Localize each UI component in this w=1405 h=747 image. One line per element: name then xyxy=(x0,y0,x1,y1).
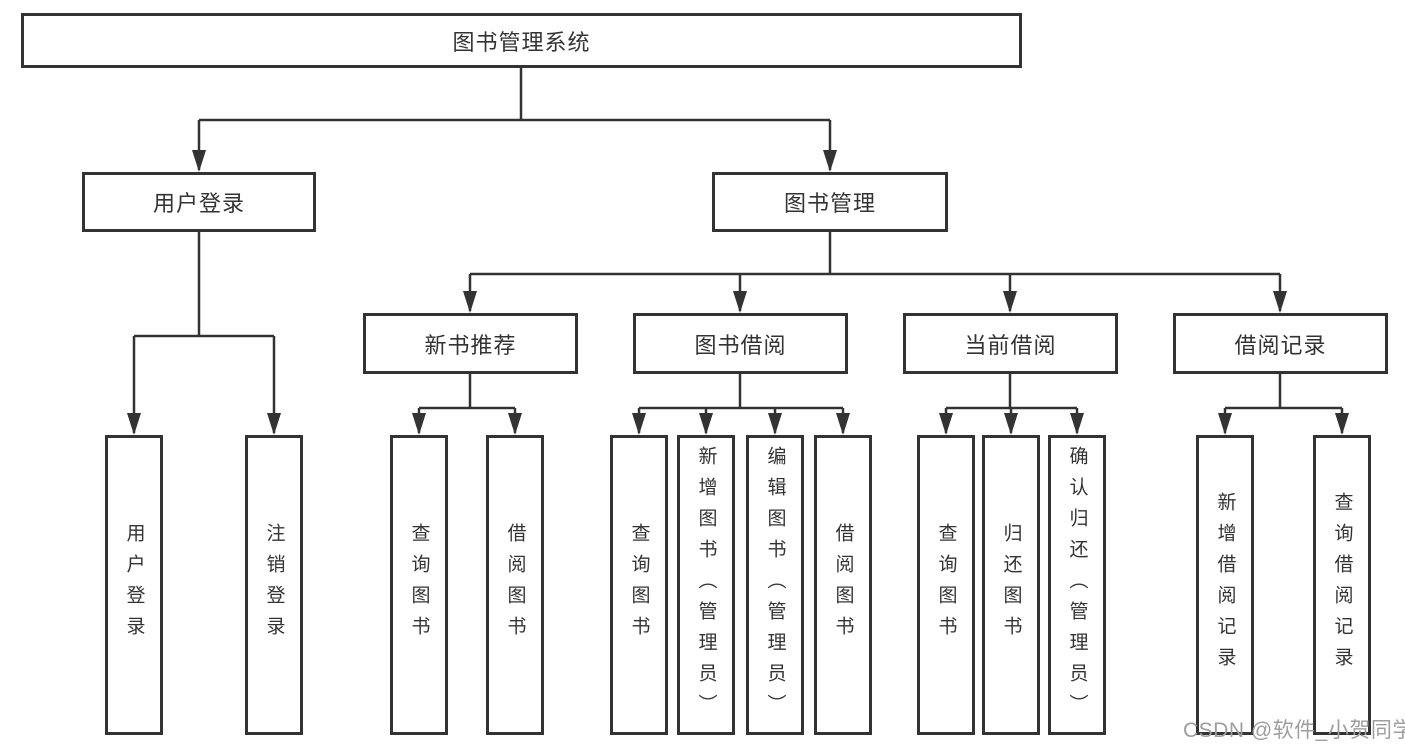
leaf-recommend-query-books: 查询图书 xyxy=(390,435,448,735)
leaf-borrow-query-books-label: 查询图书 xyxy=(628,523,650,647)
leaf-query-borrow-record-label: 查询借阅记录 xyxy=(1331,492,1353,678)
leaf-recommend-borrow-books: 借阅图书 xyxy=(486,435,544,735)
node-user-login-label: 用户登录 xyxy=(152,191,245,216)
csdn-watermark: CSDN @软件_小贺同学 xyxy=(1183,719,1405,742)
leaf-borrow-query-books: 查询图书 xyxy=(610,435,668,735)
leaf-return-books-label: 归还图书 xyxy=(1000,523,1022,647)
node-book-borrow: 图书借阅 xyxy=(633,313,848,374)
node-book-borrow-label: 图书借阅 xyxy=(694,332,787,358)
node-root-label: 图书管理系统 xyxy=(452,29,591,55)
leaf-query-borrow-record: 查询借阅记录 xyxy=(1313,435,1371,735)
node-user-login: 用户登录 xyxy=(82,172,316,232)
leaf-user-login: 用户登录 xyxy=(105,435,163,735)
node-new-book-recommend: 新书推荐 xyxy=(363,313,578,374)
node-book-management: 图书管理 xyxy=(712,172,948,232)
leaf-add-books-admin-label: 新增图书（管理员） xyxy=(695,445,717,725)
leaf-current-query-books: 查询图书 xyxy=(917,435,975,735)
leaf-add-books-admin: 新增图书（管理员） xyxy=(677,435,735,735)
node-borrow-records-label: 借阅记录 xyxy=(1234,332,1327,358)
node-new-book-recommend-label: 新书推荐 xyxy=(424,332,517,358)
leaf-edit-books-admin-label: 编辑图书（管理员） xyxy=(764,445,786,725)
leaf-edit-books-admin: 编辑图书（管理员） xyxy=(746,435,804,735)
leaf-borrow-books: 借阅图书 xyxy=(814,435,872,735)
node-current-borrow-label: 当前借阅 xyxy=(964,332,1057,358)
leaf-add-borrow-record: 新增借阅记录 xyxy=(1196,435,1254,735)
arrowheads xyxy=(127,150,1349,435)
leaf-return-books: 归还图书 xyxy=(982,435,1040,735)
leaf-logout-label: 注销登录 xyxy=(263,523,285,647)
leaf-confirm-return-admin: 确认归还（管理员） xyxy=(1048,435,1106,735)
leaf-logout: 注销登录 xyxy=(245,435,303,735)
node-borrow-records: 借阅记录 xyxy=(1173,313,1388,374)
leaf-recommend-borrow-books-label: 借阅图书 xyxy=(504,523,526,647)
leaf-recommend-query-books-label: 查询图书 xyxy=(408,523,430,647)
node-root: 图书管理系统 xyxy=(21,13,1022,68)
node-current-borrow: 当前借阅 xyxy=(903,313,1118,374)
node-book-management-label: 图书管理 xyxy=(783,191,876,216)
leaf-current-query-books-label: 查询图书 xyxy=(935,523,957,647)
leaf-user-login-label: 用户登录 xyxy=(123,523,145,647)
leaf-confirm-return-admin-label: 确认归还（管理员） xyxy=(1066,445,1088,725)
leaf-borrow-books-label: 借阅图书 xyxy=(832,523,854,647)
leaf-add-borrow-record-label: 新增借阅记录 xyxy=(1214,492,1236,678)
